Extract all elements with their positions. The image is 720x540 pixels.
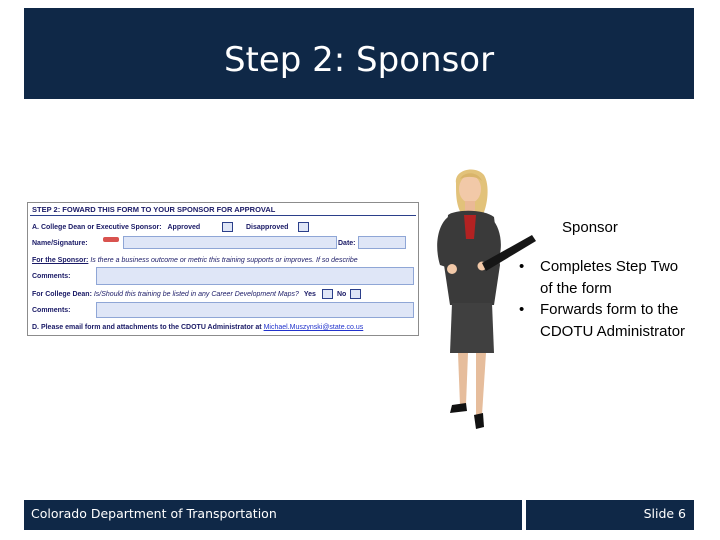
form-for-sponsor-row: For the Sponsor: Is there a business out… [32, 256, 358, 265]
comments-1-field[interactable] [96, 267, 414, 285]
footer-slide-bar: Slide 6 [526, 500, 694, 530]
administrator-email-link[interactable]: Michael.Muszynski@state.co.us [263, 324, 364, 331]
form-yes-label: Yes [303, 291, 316, 298]
form-approved-label: Approved [167, 224, 201, 231]
sponsor-label: Sponsor [562, 219, 618, 236]
bullet-text: Forwards form to the CDOTU Administrator [540, 301, 686, 340]
form-no-label: No [337, 291, 347, 298]
form-row-a: A. College Dean or Executive Sponsor: Ap… [32, 223, 200, 232]
bullet-text: Completes Step Two of the form [540, 258, 679, 297]
disapproved-checkbox[interactable] [298, 222, 309, 232]
bullet-dot: • [519, 258, 525, 275]
form-name-signature-label: Name/Signature: [32, 240, 88, 247]
form-for-sponsor-text: Is there a business outcome or metric th… [90, 257, 358, 264]
no-checkbox[interactable] [350, 289, 361, 299]
slide-title: Step 2: Sponsor [223, 40, 495, 80]
form-disapproved-label: Disapproved [246, 224, 289, 231]
sponsor-person-image [437, 169, 536, 429]
comments-2-field[interactable] [96, 302, 414, 318]
slide-number: Slide 6 [643, 506, 686, 521]
form-for-dean-row: For College Dean: Is/Should this trainin… [32, 290, 316, 299]
bullet-dot: • [519, 301, 525, 318]
signature-mark [103, 237, 119, 242]
footer-org-bar: Colorado Department of Transportation [24, 500, 522, 530]
title-bar: Step 2: Sponsor [24, 8, 694, 99]
form-screenshot: STEP 2: FOWARD THIS FORM TO YOUR SPONSOR… [27, 202, 419, 336]
form-row-d: D. Please email form and attachments to … [32, 323, 363, 332]
bullet-item: • Completes Step Two of the form [519, 256, 689, 299]
form-row-a-label: A. College Dean or Executive Sponsor: [32, 224, 162, 231]
approved-checkbox[interactable] [222, 222, 233, 232]
form-row-d-text: D. Please email form and attachments to … [32, 324, 262, 331]
name-signature-field[interactable] [123, 236, 337, 249]
bullet-item: • Forwards form to the CDOTU Administrat… [519, 299, 689, 342]
form-divider [30, 215, 416, 216]
yes-checkbox[interactable] [322, 289, 333, 299]
form-date-label: Date: [338, 240, 356, 247]
footer-org-text: Colorado Department of Transportation [31, 506, 277, 521]
form-for-dean-text: Is/Should this training be listed in any… [93, 291, 299, 298]
form-for-sponsor-label: For the Sponsor: [32, 257, 89, 264]
form-heading: STEP 2: FOWARD THIS FORM TO YOUR SPONSOR… [32, 205, 276, 214]
form-comments-1-label: Comments: [32, 273, 71, 280]
sponsor-bullet-list: • Completes Step Two of the form • Forwa… [519, 256, 689, 342]
date-field[interactable] [358, 236, 406, 249]
form-comments-2-label: Comments: [32, 307, 71, 314]
form-for-dean-label: For College Dean: [32, 291, 92, 298]
